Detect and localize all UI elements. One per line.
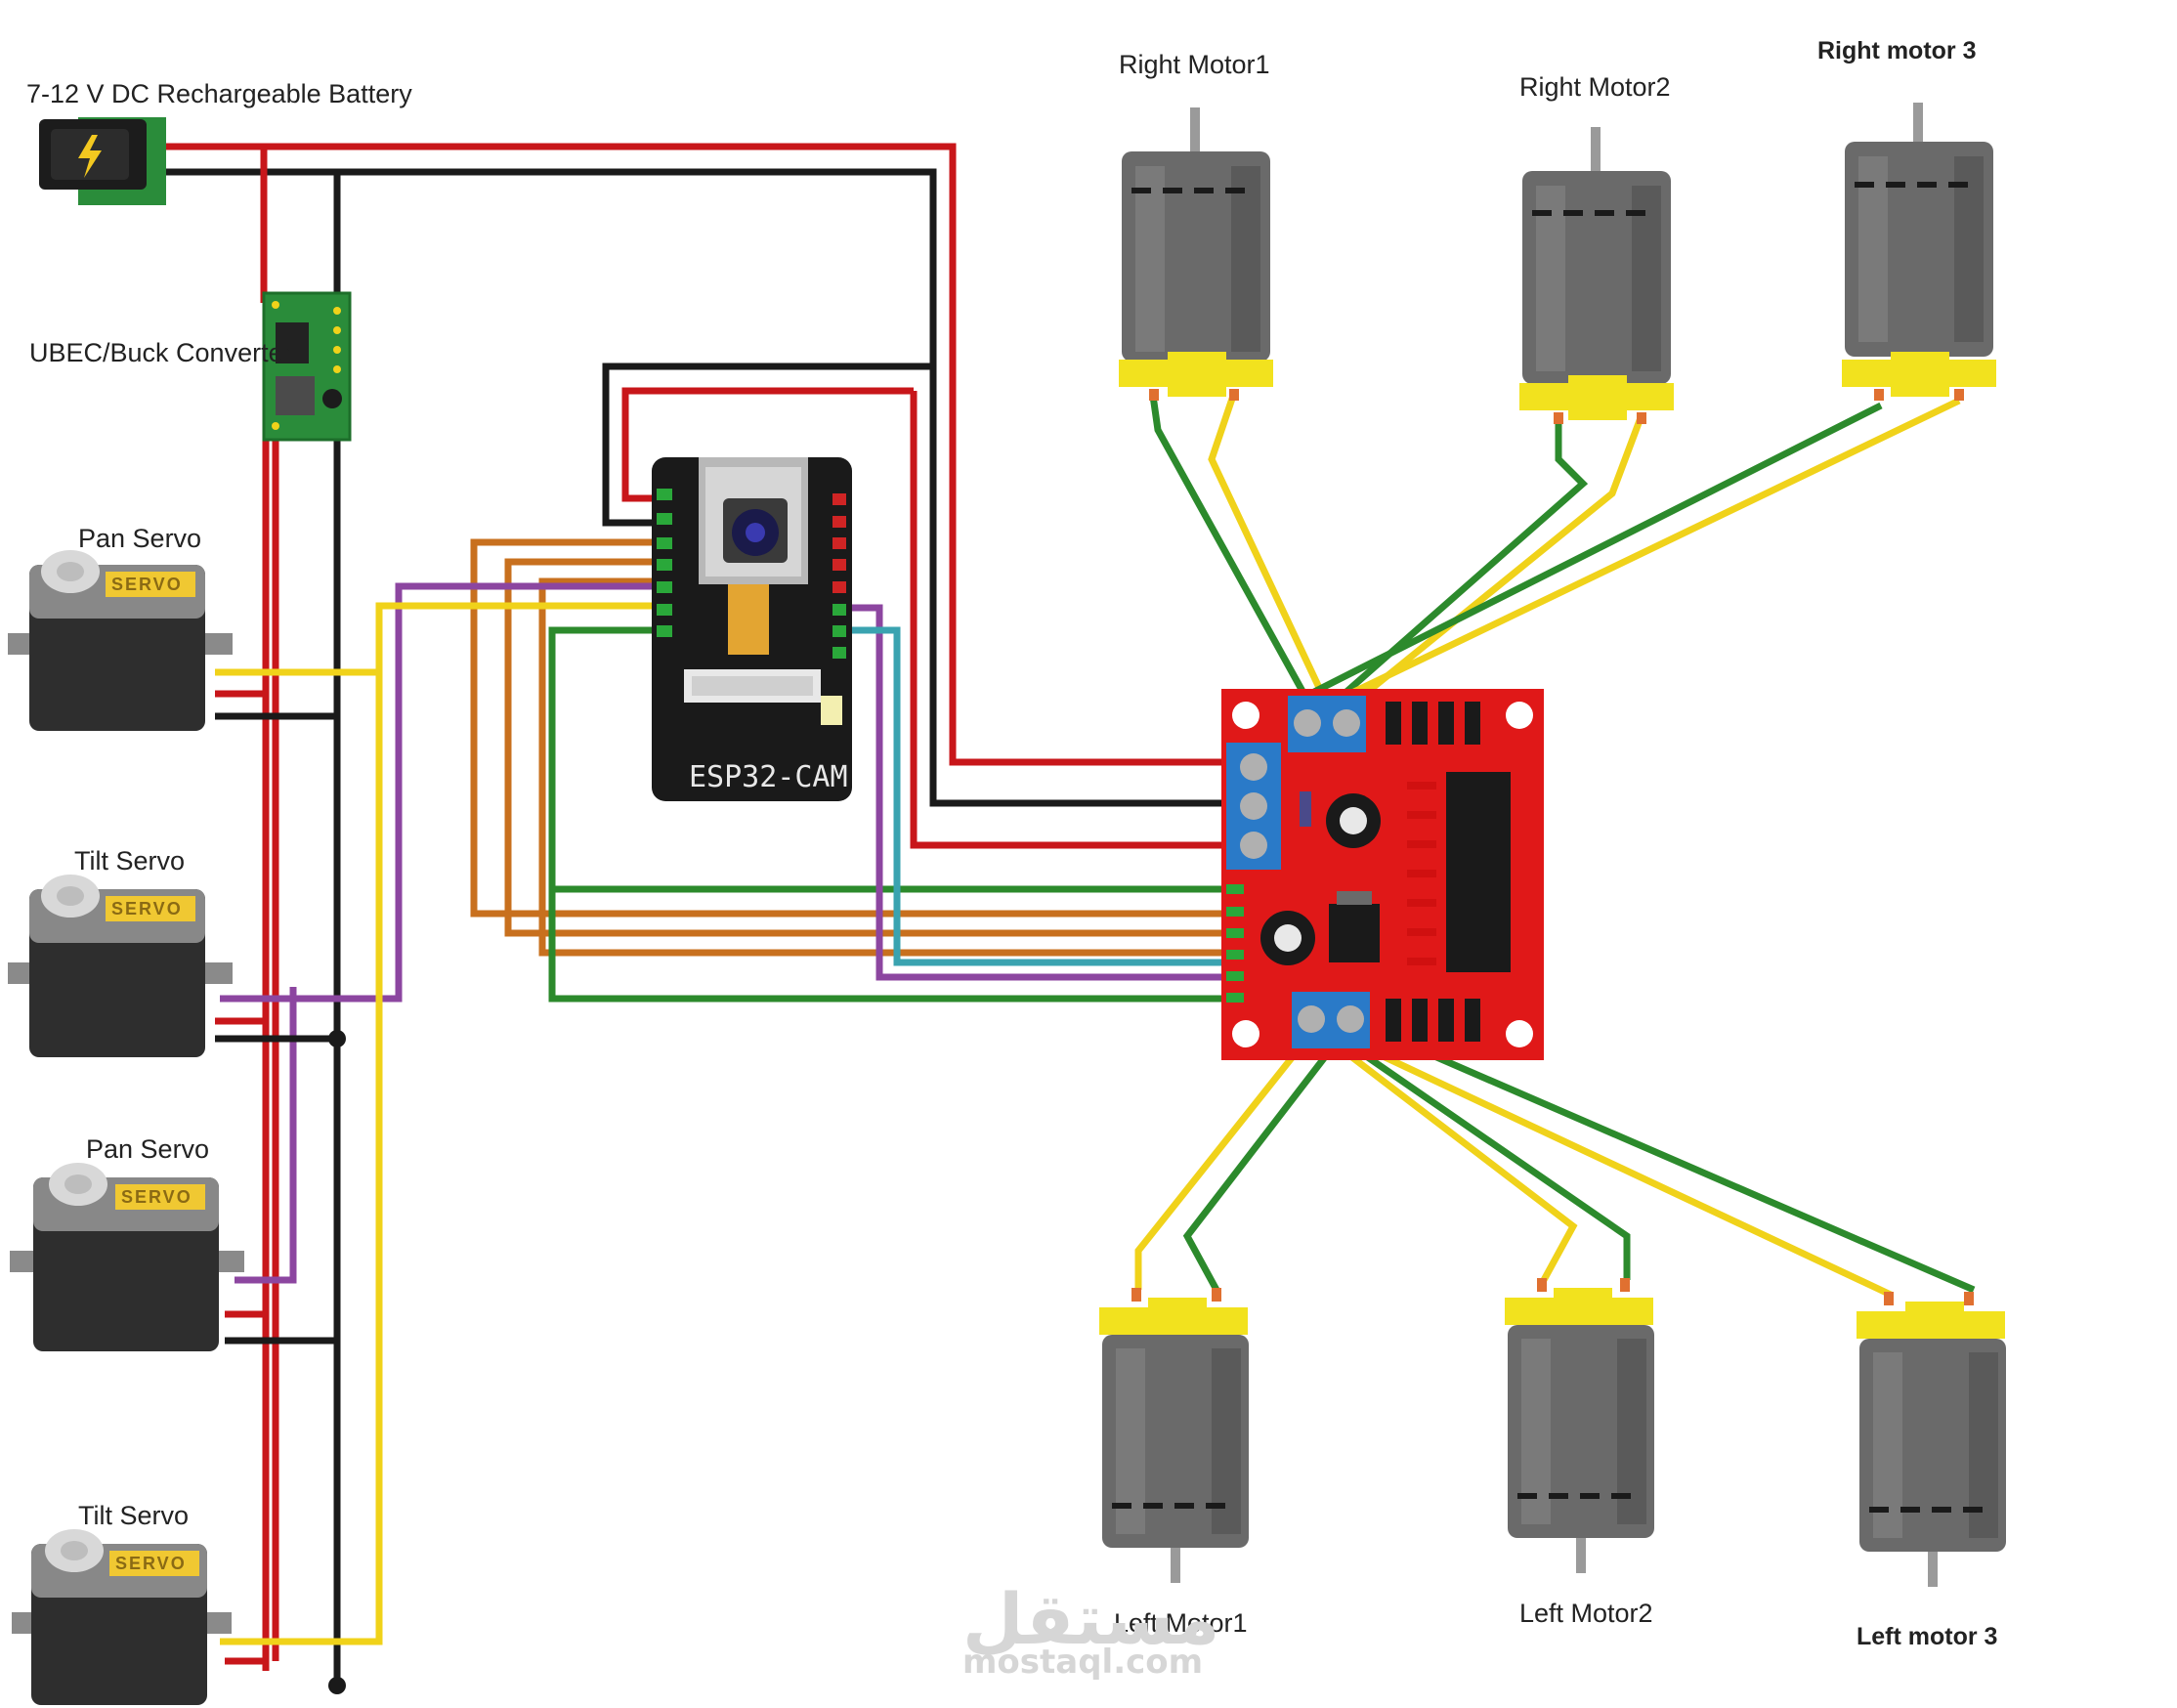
wire-green-1	[548, 626, 1231, 1003]
servo-1-label: Pan Servo	[78, 524, 201, 553]
right-motor-1-label: Right Motor1	[1119, 50, 1270, 79]
converter-label: UBEC/Buck Converter	[29, 338, 292, 367]
esp-left-pins	[657, 489, 672, 637]
left-motor-2	[1505, 1278, 1654, 1573]
right-motor-2-label: Right Motor2	[1519, 72, 1671, 102]
right-motor-2	[1519, 127, 1674, 424]
wire-rm2-green	[1336, 415, 1589, 702]
servo-1: SERVO	[8, 550, 233, 731]
battery-label: 7-12 V DC Rechargeable Battery	[26, 79, 412, 108]
driver-header-pins	[1226, 884, 1244, 1003]
wire-rm1-yellow	[1208, 394, 1333, 710]
servo-3: SERVO	[10, 1163, 244, 1351]
wire-lm1-yellow	[1134, 1033, 1312, 1290]
wire-rm2-yellow	[1350, 413, 1645, 706]
wire-lm3-green	[1351, 1017, 1976, 1294]
left-motor-2-label: Left Motor2	[1519, 1599, 1653, 1628]
wire-esp-red	[621, 387, 914, 502]
wire-battery-red-top	[147, 143, 1226, 766]
wire-purple-servo-3	[235, 987, 297, 1284]
servo-4-label: Tilt Servo	[78, 1501, 189, 1530]
esp32-cam: ESP32-CAM	[652, 457, 852, 801]
driver-pads-bottom	[1386, 999, 1480, 1042]
left-motor-1	[1099, 1288, 1249, 1583]
driver-pads-top	[1386, 702, 1480, 745]
battery-jack	[39, 117, 166, 205]
servo-2: SERVO	[8, 875, 233, 1057]
junction-dot	[328, 1030, 346, 1047]
wire-rm1-green	[1149, 395, 1313, 705]
wire-orange-3	[538, 577, 1231, 957]
wire-lm2-green	[1342, 1038, 1631, 1280]
wire-battery-black-top	[147, 168, 1226, 807]
right-motor-3-label: Right motor 3	[1817, 37, 1977, 64]
lightning-icon	[78, 135, 102, 178]
wires	[147, 143, 1976, 1694]
junction-dot	[328, 1677, 346, 1694]
servo-4: SERVO	[12, 1529, 232, 1705]
wire-yellow-servo	[220, 602, 664, 1645]
watermark-latin: mostaql.com	[962, 1643, 1203, 1682]
servo-2-silk: SERVO	[111, 899, 183, 918]
wire-purple-1	[840, 604, 1231, 981]
wire-orange-2	[504, 558, 1231, 937]
heatsink-fins	[1407, 782, 1436, 965]
esp-right-pins	[832, 493, 846, 593]
servo-4-silk: SERVO	[115, 1554, 187, 1573]
wire-lm3-yellow	[1327, 1027, 1893, 1299]
wire-cyan-1	[840, 626, 1231, 966]
motor-driver	[1221, 689, 1544, 1060]
wire-rm3-yellow	[1332, 397, 1961, 705]
wire-lm2-yellow	[1321, 1033, 1578, 1282]
servo-3-silk: SERVO	[121, 1187, 192, 1207]
wire-rm3-green	[1312, 402, 1883, 696]
servo-3-label: Pan Servo	[86, 1134, 209, 1164]
left-motor-3-label: Left motor 3	[1857, 1623, 1997, 1650]
wire-esp-black	[602, 363, 933, 527]
servo-1-silk: SERVO	[111, 575, 183, 594]
buck-converter	[262, 291, 352, 442]
right-motor-1	[1119, 107, 1273, 401]
wire-driver-red-2	[910, 391, 1226, 849]
servo-2-label: Tilt Servo	[74, 846, 185, 875]
left-motor-1-label: Left Motor1	[1114, 1608, 1248, 1638]
left-motor-3	[1857, 1292, 2006, 1587]
watermark-arabic: مستقل	[962, 1578, 1219, 1660]
right-motor-3	[1842, 103, 1996, 401]
wire-orange-1	[470, 538, 1231, 918]
wire-purple-servo	[220, 582, 664, 1003]
esp-label: ESP32-CAM	[689, 760, 848, 794]
wire-lm1-green	[1182, 1043, 1337, 1292]
